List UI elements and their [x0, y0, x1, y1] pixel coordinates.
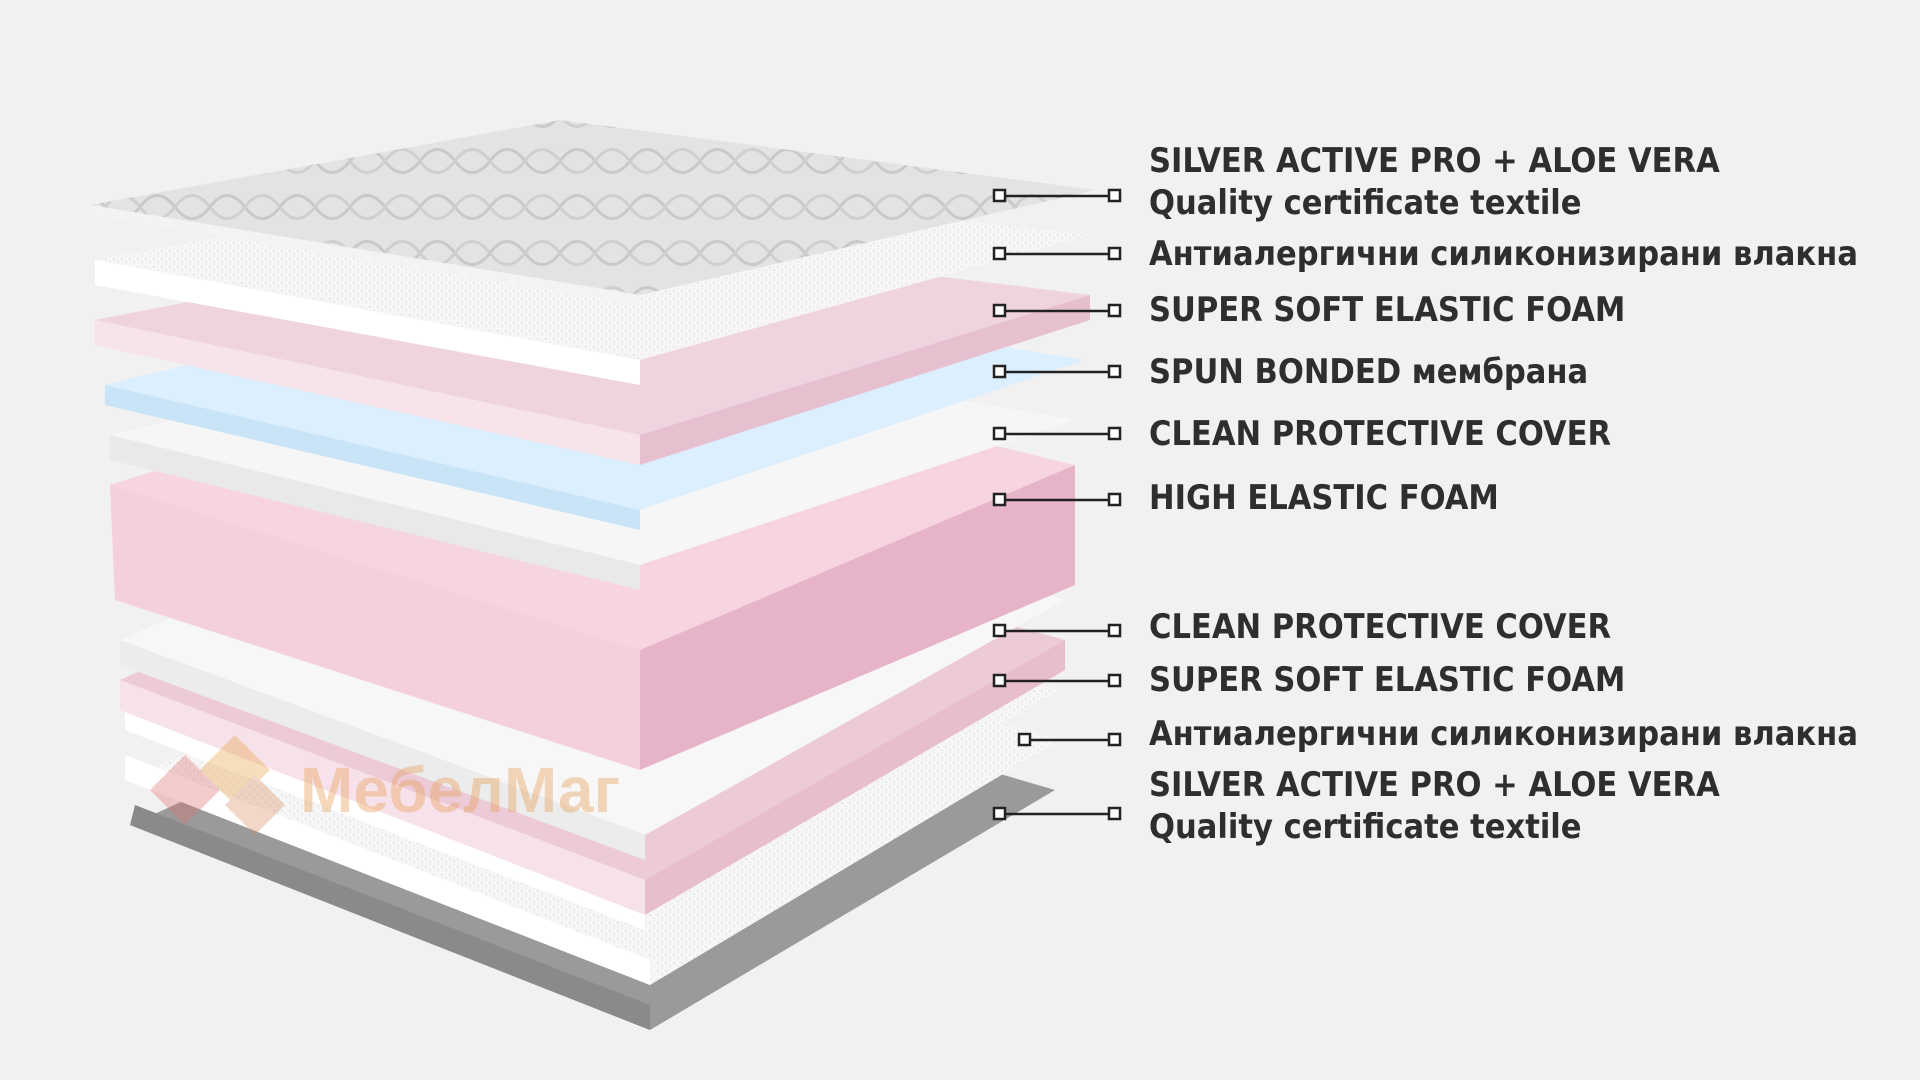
label-line: Антиалергични силиконизирани влакна — [1149, 234, 1858, 274]
label-clean-cover-bottom: CLEAN PROTECTIVE COVER — [1149, 606, 1611, 648]
label-line: SUPER SOFT ELASTIC FOAM — [1149, 660, 1626, 700]
watermark-text: МебелМаг — [300, 754, 620, 826]
mebelmag-diamond-logo-icon — [150, 735, 285, 835]
connector-8 — [992, 673, 1122, 688]
label-subline: Quality certificate textile — [1149, 183, 1582, 223]
label-line: SILVER ACTIVE PRO + ALOE VERA — [1149, 141, 1720, 181]
label-super-soft-foam-bottom: SUPER SOFT ELASTIC FOAM — [1149, 659, 1625, 701]
label-line: Антиалергични силиконизирани влакна — [1149, 714, 1858, 754]
label-spun-bonded: SPUN BONDED мембрана — [1149, 351, 1588, 393]
connector-4 — [992, 364, 1122, 379]
connector-7 — [992, 623, 1122, 638]
label-clean-cover-top: CLEAN PROTECTIVE COVER — [1149, 413, 1611, 455]
connector-10 — [992, 806, 1122, 821]
label-line: CLEAN PROTECTIVE COVER — [1149, 414, 1612, 454]
label-high-elastic-foam: HIGH ELASTIC FOAM — [1149, 477, 1499, 519]
label-line: SUPER SOFT ELASTIC FOAM — [1149, 290, 1626, 330]
connector-lines — [992, 188, 1122, 821]
connector-3 — [992, 303, 1122, 318]
label-antiallergic-fibers-top: Антиалергични силиконизирани влакна — [1149, 233, 1858, 275]
label-subline: Quality certificate textile — [1149, 807, 1582, 847]
label-silver-active-top: SILVER ACTIVE PRO + ALOE VERA Quality ce… — [1149, 140, 1720, 224]
label-line: SILVER ACTIVE PRO + ALOE VERA — [1149, 765, 1720, 805]
connector-6 — [992, 492, 1122, 507]
label-line: SPUN BONDED мембрана — [1149, 352, 1589, 392]
label-antiallergic-fibers-bottom: Антиалергични силиконизирани влакна — [1149, 713, 1858, 755]
label-line: CLEAN PROTECTIVE COVER — [1149, 607, 1612, 647]
label-line: HIGH ELASTIC FOAM — [1149, 478, 1499, 518]
connector-5 — [992, 426, 1122, 441]
label-super-soft-foam-top: SUPER SOFT ELASTIC FOAM — [1149, 289, 1625, 331]
label-silver-active-bottom: SILVER ACTIVE PRO + ALOE VERA Quality ce… — [1149, 764, 1720, 848]
connector-2 — [992, 246, 1122, 261]
quilted-top-textile-layer — [90, 120, 1095, 305]
connector-9 — [1017, 732, 1122, 747]
connector-1 — [992, 188, 1122, 203]
